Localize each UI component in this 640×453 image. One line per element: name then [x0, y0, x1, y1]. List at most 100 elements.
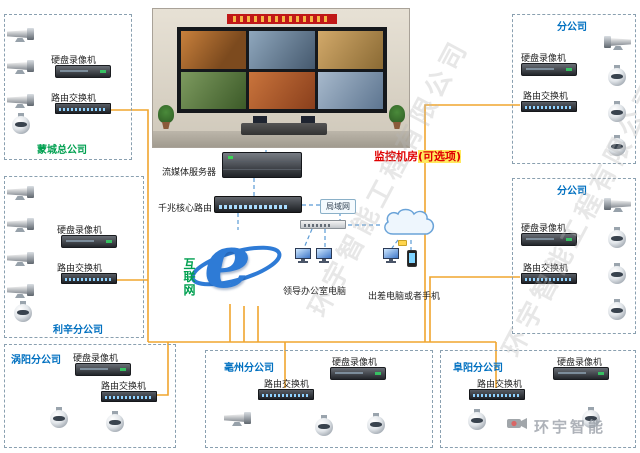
room-floor — [153, 131, 409, 147]
dome-camera-icon — [11, 113, 31, 137]
group-label-lixin: 利辛分公司 — [53, 325, 103, 336]
office-pc-icon — [316, 248, 334, 265]
media-server-icon — [222, 152, 302, 178]
group-branch-top-right: 分公司 硬盘录像机 路由交换机 — [512, 14, 636, 164]
core-router-label: 千兆核心路由 — [158, 204, 213, 214]
dvr-icon — [330, 367, 386, 380]
group-label-guoyang: 涡阳分公司 — [11, 355, 61, 366]
wall-banner — [227, 14, 337, 24]
group-bozhou: 亳州分公司 硬盘录像机 路由交换机 — [205, 350, 433, 448]
bullet-camera-icon — [7, 217, 37, 232]
lan-label: 局域网 — [320, 199, 356, 214]
dome-camera-icon — [607, 101, 627, 125]
bullet-camera-icon — [601, 197, 631, 212]
dvr-label: 硬盘录像机 — [557, 358, 603, 368]
switch-label: 路由交换机 — [51, 94, 97, 104]
travel-pc-icon — [383, 248, 401, 265]
dvr-icon — [61, 235, 117, 248]
dome-camera-icon — [607, 65, 627, 89]
dvr-label: 硬盘录像机 — [332, 358, 378, 368]
bullet-camera-icon — [7, 93, 37, 108]
monitor-room-optional-text: (可选项) — [418, 150, 462, 163]
group-label-bozhou: 亳州分公司 — [224, 363, 274, 374]
dome-camera-icon — [581, 407, 601, 431]
dome-camera-icon — [105, 411, 125, 435]
switch-label: 路由交换机 — [523, 92, 569, 102]
dome-camera-icon — [607, 299, 627, 323]
wall-screen — [181, 71, 247, 109]
switch-label: 路由交换机 — [477, 380, 523, 390]
switch-label: 路由交换机 — [523, 264, 569, 274]
switch-label: 路由交换机 — [57, 264, 103, 274]
dvr-label: 硬盘录像机 — [57, 226, 103, 236]
mobile-label: 出差电脑或者手机 — [368, 292, 441, 302]
wall-screen — [249, 71, 315, 109]
dome-camera-icon — [607, 135, 627, 159]
office-pc-icon — [295, 248, 313, 265]
switch-icon — [55, 103, 111, 114]
dome-camera-icon — [607, 227, 627, 251]
phone-icon — [407, 250, 417, 267]
wall-screen — [181, 31, 247, 69]
group-lixin: 硬盘录像机 路由交换机 利辛分公司 — [4, 176, 144, 338]
office-pc-label: 领导办公室电脑 — [283, 287, 347, 297]
group-label-fuyang: 阜阳分公司 — [453, 363, 503, 374]
switch-label: 路由交换机 — [101, 382, 147, 392]
video-wall — [177, 27, 387, 113]
bullet-camera-icon — [7, 59, 37, 74]
switch-icon — [521, 273, 577, 284]
bullet-camera-icon — [601, 35, 631, 50]
bullet-camera-icon — [7, 27, 37, 42]
group-mengcheng: 硬盘录像机 路由交换机 蒙城总公司 — [4, 14, 132, 160]
lan-hub-icon — [300, 220, 346, 229]
group-label-branch: 分公司 — [557, 186, 587, 197]
wall-screen — [249, 31, 315, 69]
switch-label: 路由交换机 — [264, 380, 310, 390]
dvr-label: 硬盘录像机 — [521, 224, 567, 234]
group-label-mengcheng: 蒙城总公司 — [37, 145, 87, 156]
core-router-icon — [214, 196, 302, 213]
switch-icon — [258, 389, 314, 400]
media-server-label: 流媒体服务器 — [162, 168, 217, 178]
internet-e-icon: e — [190, 222, 282, 308]
dvr-icon — [553, 367, 609, 380]
switch-icon — [61, 273, 117, 284]
dvr-label: 硬盘录像机 — [521, 54, 567, 64]
dvr-icon — [75, 363, 131, 376]
monitor-room-label-text: 监控机房 — [374, 150, 418, 163]
monitor-room-photo — [152, 8, 410, 148]
dvr-icon — [55, 65, 111, 78]
brand-logo: 环宇智能 — [505, 414, 606, 438]
brand-text: 环宇智能 — [534, 417, 607, 436]
brand-camera-icon — [505, 414, 529, 438]
dvr-label: 硬盘录像机 — [73, 354, 119, 364]
group-fuyang: 阜阳分公司 路由交换机 硬盘录像机 — [440, 350, 636, 448]
console-desk — [241, 116, 327, 135]
monitor-room-label: 监控机房(可选项) — [374, 148, 462, 164]
bullet-camera-icon — [7, 251, 37, 266]
group-branch-mid-right: 分公司 硬盘录像机 路由交换机 — [512, 178, 636, 334]
switch-icon — [101, 391, 157, 402]
dome-camera-icon — [607, 263, 627, 287]
plant-icon — [158, 105, 174, 131]
wall-screen — [317, 31, 383, 69]
cloud-icon — [384, 208, 435, 235]
bullet-camera-icon — [224, 411, 254, 426]
dvr-icon — [521, 63, 577, 76]
dome-camera-icon — [49, 407, 69, 431]
dome-camera-icon — [13, 301, 33, 325]
dvr-icon — [521, 233, 577, 246]
dome-camera-icon — [314, 415, 334, 439]
bullet-camera-icon — [7, 185, 37, 200]
group-guoyang: 涡阳分公司 硬盘录像机 路由交换机 — [4, 344, 176, 448]
sim-card-icon — [398, 240, 407, 246]
dvr-label: 硬盘录像机 — [51, 56, 97, 66]
internet-label: 互联网 — [183, 257, 196, 297]
dome-camera-icon — [366, 413, 386, 437]
switch-icon — [469, 389, 525, 400]
wall-screen — [317, 71, 383, 109]
dome-camera-icon — [467, 409, 487, 433]
group-label-branch: 分公司 — [557, 22, 587, 33]
bullet-camera-icon — [7, 283, 37, 298]
